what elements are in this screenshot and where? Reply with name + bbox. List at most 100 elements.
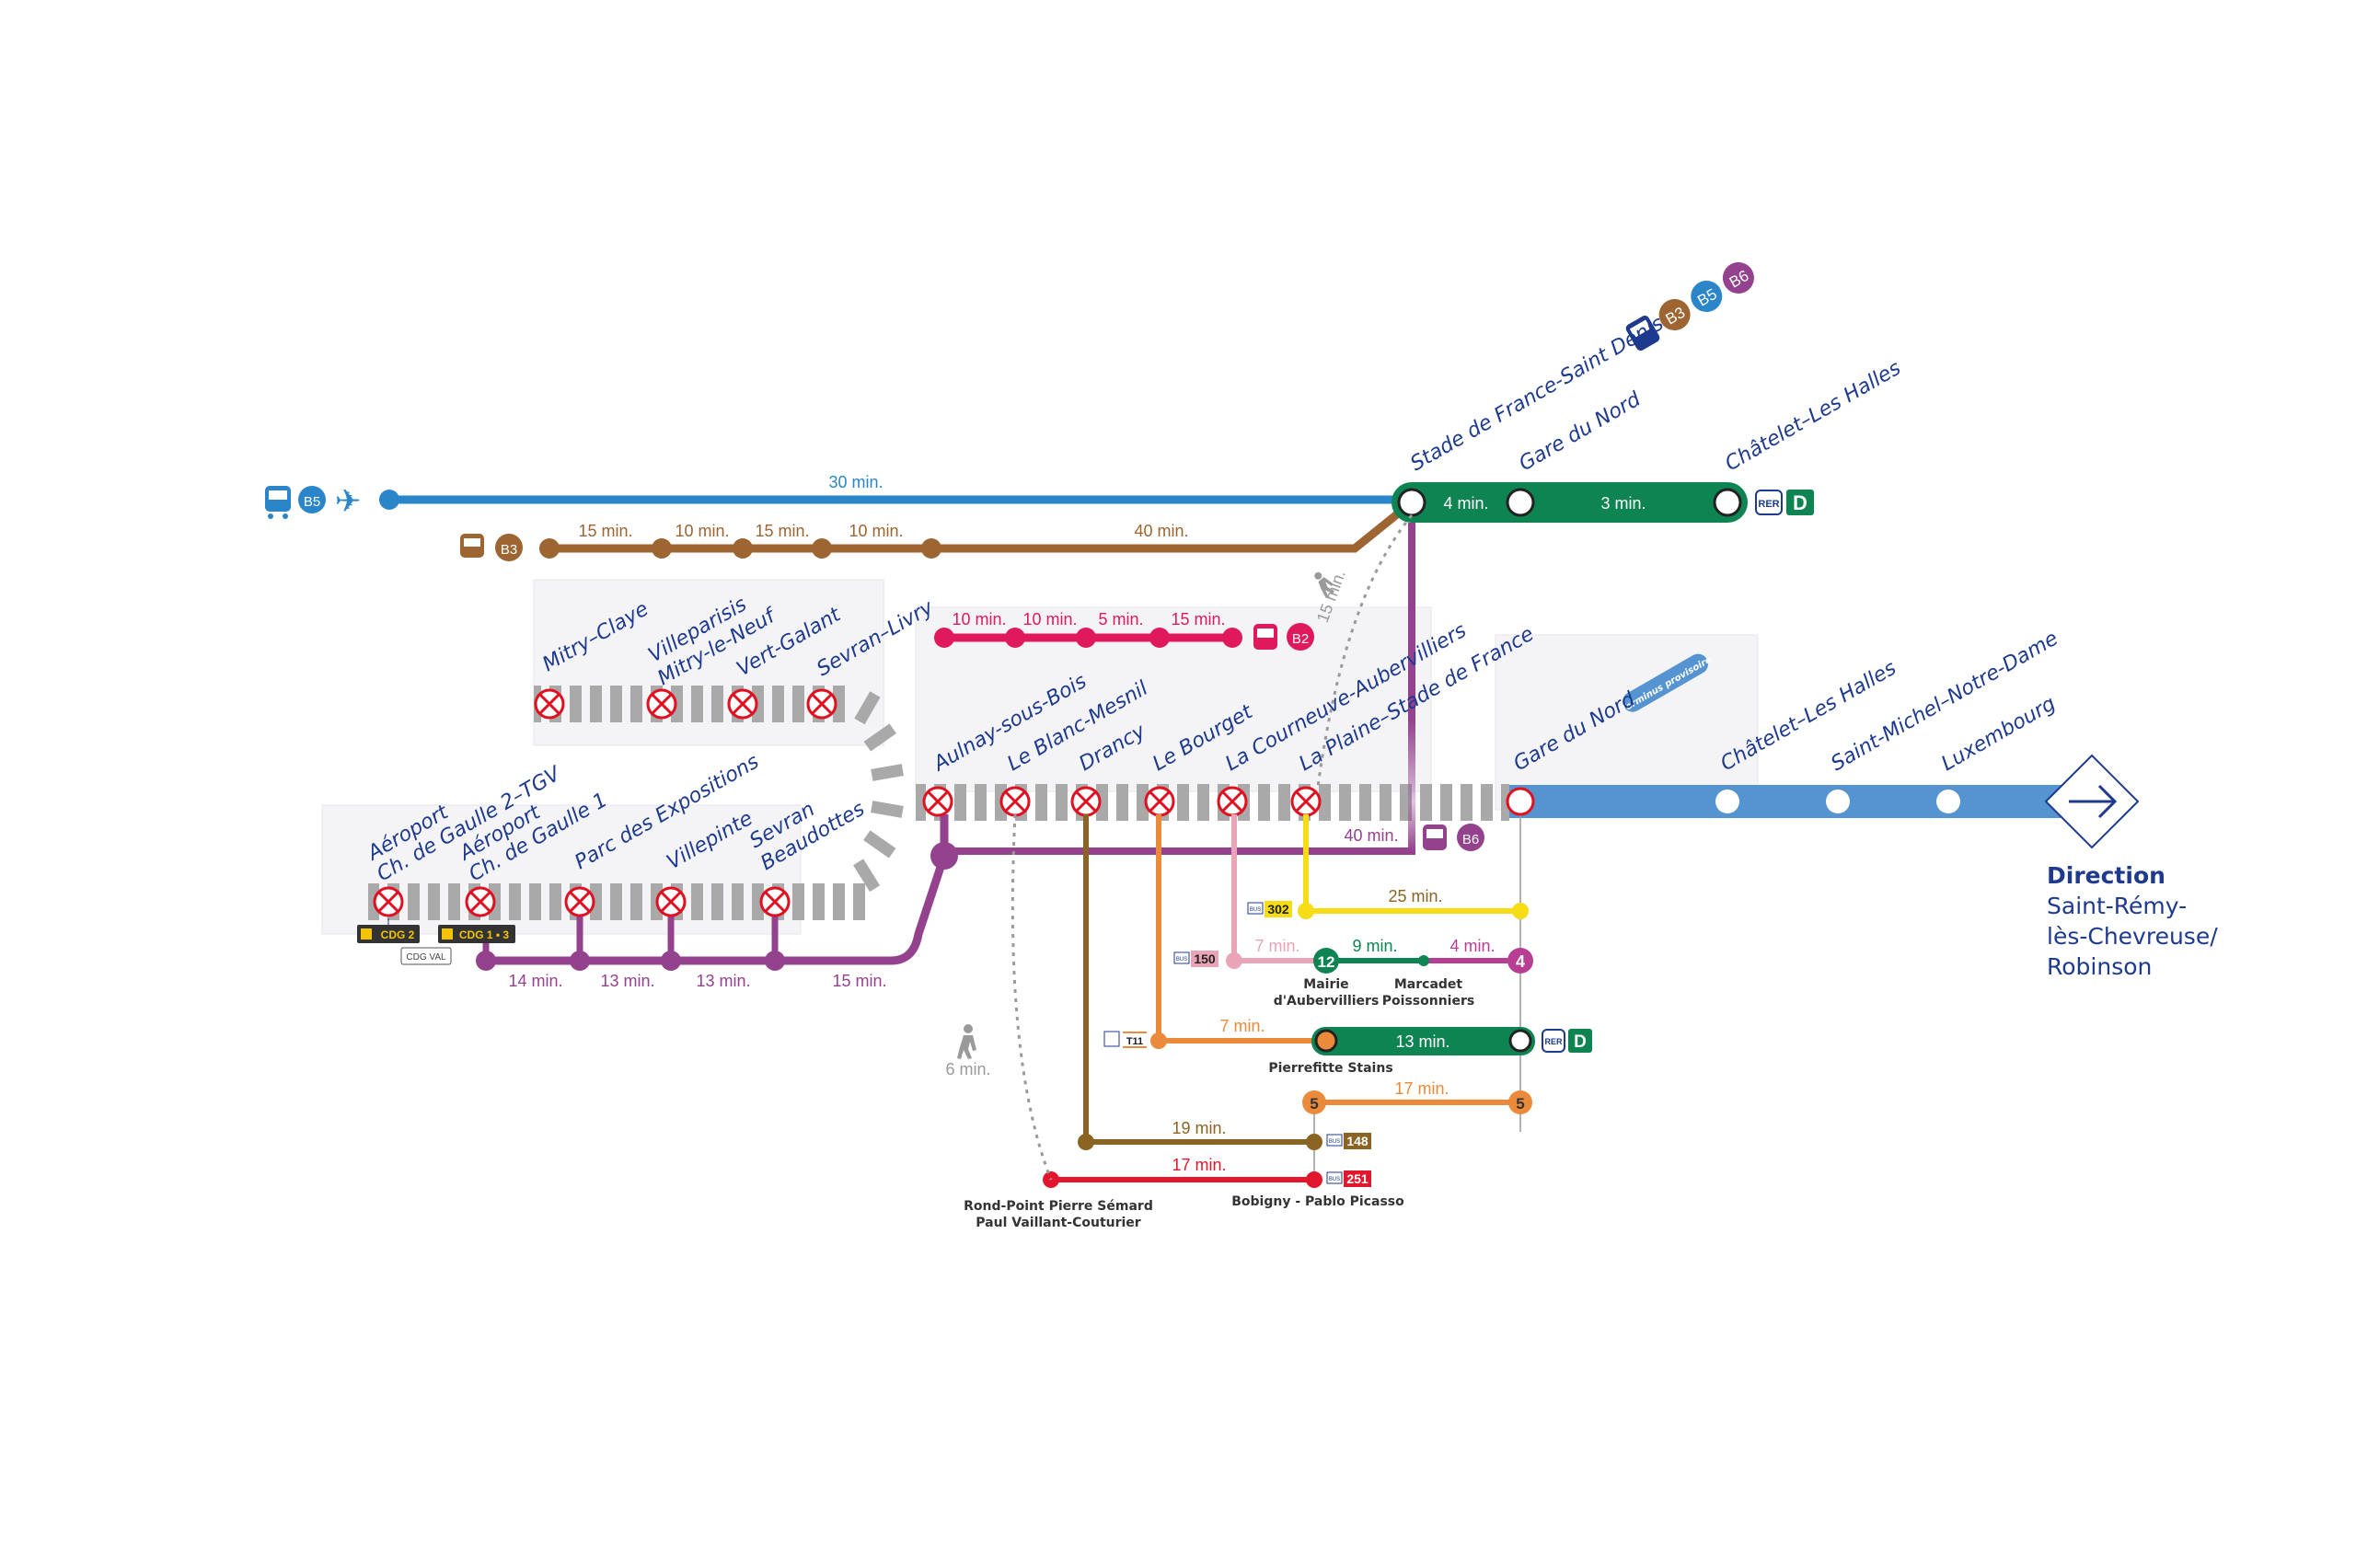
- line-badges: B5 ✈ B3 B2 B6: [265, 262, 1754, 851]
- closed-station-icon: [1290, 786, 1322, 817]
- b3-time-2: 10 min.: [675, 522, 729, 540]
- b2-time-4: 15 min.: [1171, 610, 1225, 628]
- closed-stations: [373, 688, 1322, 917]
- direction-label: Direction Saint-Rémy- lès-Chevreuse/ Rob…: [2047, 860, 2218, 982]
- closed-station-icon: [1144, 786, 1175, 817]
- plane-icon: ✈: [335, 483, 362, 520]
- tram-t11-badge: T11: [1103, 1031, 1147, 1048]
- svg-text:T11: T11: [1126, 1036, 1143, 1047]
- cdg2-badge: CDG 2: [357, 925, 420, 943]
- closed-station-icon: [1070, 786, 1102, 817]
- svg-text:12: 12: [1318, 953, 1335, 971]
- svg-text:251: 251: [1346, 1171, 1369, 1186]
- svg-text:302: 302: [1267, 902, 1289, 917]
- metro-4-badge: 4: [1507, 948, 1533, 974]
- b3-time-3: 15 min.: [755, 522, 809, 540]
- bus-b3-line: 15 min. 10 min. 15 min. 10 min. 40 min.: [539, 499, 1415, 782]
- bus-icon: [265, 486, 291, 519]
- b3-badge-left: B3: [460, 534, 523, 561]
- b4-time-3: 13 min.: [696, 972, 750, 990]
- track-mitry-branch: [534, 686, 851, 722]
- closed-station-icon: [465, 886, 496, 917]
- svg-text:D: D: [1574, 1032, 1587, 1052]
- bus-icon: [460, 534, 484, 558]
- b4-time-4: 15 min.: [832, 972, 886, 990]
- direction-line-2: lès-Chevreuse/: [2047, 923, 2218, 950]
- b2-badge: B2: [1253, 623, 1314, 651]
- rer-d-pierrefitte-time: 13 min.: [1395, 1032, 1449, 1051]
- closed-station-icon: [655, 886, 687, 917]
- bus-251-badge: BUS 251: [1326, 1170, 1371, 1187]
- cdg13-badge: CDG 1 • 3: [438, 925, 515, 943]
- svg-text:5: 5: [1310, 1095, 1318, 1113]
- pedestrian-icon-stade: [1314, 571, 1335, 598]
- metro-4-time: 4 min.: [1449, 937, 1495, 955]
- bus-b2-line: 10 min. 10 min. 5 min. 15 min.: [934, 610, 1242, 787]
- b6-badge: B6: [1423, 824, 1484, 851]
- bus-icon: [1625, 315, 1660, 352]
- svg-text:RER: RER: [1544, 1037, 1563, 1046]
- svg-text:150: 150: [1194, 951, 1216, 966]
- direction-line-1: Saint-Rémy-: [2047, 893, 2188, 919]
- svg-text:BUS: BUS: [1329, 1177, 1340, 1182]
- b5-badge-left: B5 ✈: [265, 483, 361, 520]
- svg-text:BUS: BUS: [1176, 957, 1187, 963]
- b4-time-2: 13 min.: [600, 972, 654, 990]
- b2-time-1: 10 min.: [952, 610, 1006, 628]
- b3-time-4: 10 min.: [849, 522, 903, 540]
- pierrefitte-label: Pierrefitte Stains: [1268, 1061, 1392, 1076]
- rer-d-badge: RER D: [1755, 490, 1814, 515]
- bus-b4-b6-line: 14 min. 13 min. 13 min. 15 min. 40 min.: [476, 523, 1415, 990]
- marcadet-label-2: Poissonniers: [1382, 994, 1474, 1009]
- rer-d-time-1: 4 min.: [1443, 494, 1488, 513]
- svg-text:B5: B5: [304, 494, 320, 510]
- rond-point-label-2: Paul Vaillant-Couturier: [976, 1216, 1141, 1230]
- bus-148-time: 19 min.: [1172, 1119, 1226, 1137]
- svg-text:BUS: BUS: [1250, 907, 1261, 913]
- rer-d-time-2: 3 min.: [1600, 494, 1646, 513]
- direction-line-3: Robinson: [2047, 953, 2153, 980]
- b3-time-5: 40 min.: [1134, 522, 1188, 540]
- svg-text:148: 148: [1346, 1134, 1369, 1148]
- bus-150-badge: BUS 150: [1173, 951, 1218, 967]
- metro-5-badge-right: 5: [1508, 1090, 1532, 1114]
- bus-251-time: 17 min.: [1172, 1156, 1226, 1174]
- b2-time-2: 10 min.: [1022, 610, 1077, 628]
- b2-time-3: 5 min.: [1098, 610, 1143, 628]
- rer-d-badge-lower: RER D: [1542, 1029, 1592, 1053]
- bus-302-badge: BUS 302: [1247, 901, 1292, 917]
- b4-time-1: 14 min.: [508, 972, 562, 990]
- walk-path-drancy: [1011, 813, 1053, 1181]
- metro-12-badge: 12: [1313, 948, 1339, 974]
- label-chatelet-top: Châtelet–Les Halles: [1722, 357, 1905, 477]
- metro-12-time: 9 min.: [1352, 937, 1397, 955]
- closed-station-icon: [534, 688, 565, 720]
- svg-text:CDG 1 • 3: CDG 1 • 3: [459, 928, 510, 941]
- svg-text:D: D: [1793, 491, 1807, 514]
- marcadet-label-1: Marcadet: [1394, 977, 1463, 992]
- closed-station-icon: [727, 688, 758, 720]
- closed-station-icon: [922, 786, 953, 817]
- connections: 25 min. 7 min. 9 min. 4 min. 12 4 7 min.…: [945, 514, 1592, 1230]
- mairie-aub-label-1: Mairie: [1303, 977, 1348, 992]
- svg-text:B6: B6: [1462, 832, 1479, 847]
- rond-point-label-1: Rond-Point Pierre Sémard: [964, 1199, 1153, 1214]
- svg-text:B2: B2: [1292, 631, 1309, 647]
- svg-text:CDG 2: CDG 2: [381, 928, 415, 941]
- b5-time: 30 min.: [828, 473, 883, 491]
- svg-text:B3: B3: [501, 542, 517, 558]
- bus-150-time: 7 min.: [1254, 937, 1299, 955]
- bobigny-label: Bobigny - Pablo Picasso: [1231, 1194, 1404, 1209]
- bus-148-badge: BUS 148: [1326, 1133, 1371, 1149]
- closed-station-icon: [806, 688, 837, 720]
- pedestrian-icon: [957, 1024, 976, 1059]
- svg-text:4: 4: [1516, 952, 1525, 971]
- walk-path-stade: [1316, 514, 1414, 788]
- metro-5-time: 17 min.: [1394, 1079, 1449, 1098]
- svg-text:5: 5: [1516, 1095, 1524, 1113]
- tram-t11-time: 7 min.: [1219, 1017, 1265, 1035]
- closed-station-icon: [1217, 786, 1248, 817]
- bus-icon: [1423, 824, 1447, 850]
- b3-time-1: 15 min.: [578, 522, 632, 540]
